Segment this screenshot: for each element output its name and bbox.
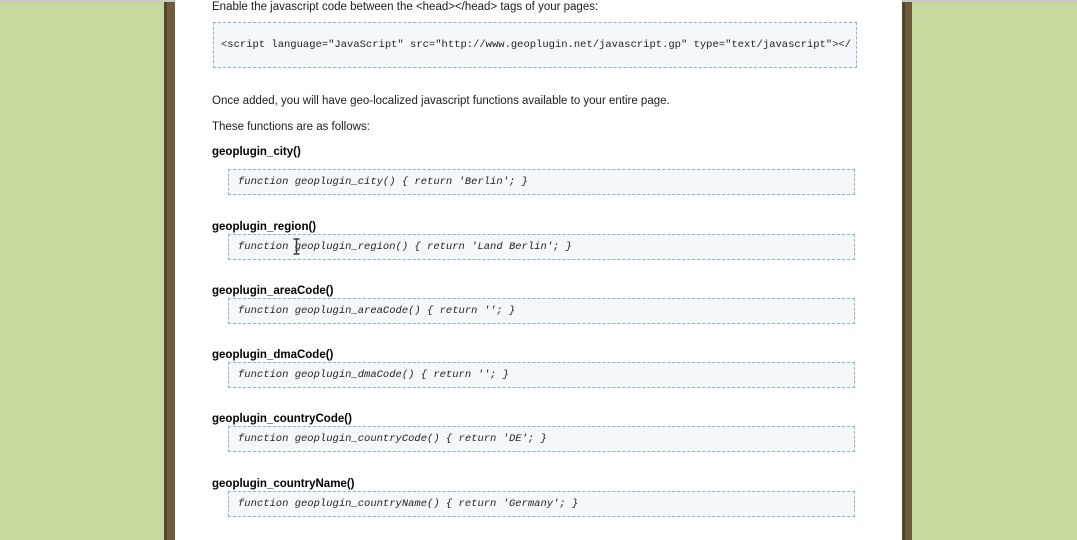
function-code-region: function geoplugin_region() { return 'La… <box>238 241 572 253</box>
script-tag-code: <script language="JavaScript" src="http:… <box>221 39 852 51</box>
content-column: Enable the javascript code between the <… <box>175 0 902 540</box>
function-code-areacode: function geoplugin_areaCode() { return '… <box>238 305 516 317</box>
functions-intro-paragraph: These functions are as follows: <box>212 121 370 133</box>
function-heading-city: geoplugin_city() <box>212 146 301 158</box>
intro-paragraph: Enable the javascript code between the <… <box>212 1 599 13</box>
function-code-countryname: function geoplugin_countryName() { retur… <box>238 498 579 510</box>
function-heading-countrycode: geoplugin_countryCode() <box>212 413 352 425</box>
function-heading-areacode: geoplugin_areaCode() <box>212 285 334 297</box>
right-background-panel <box>912 0 1077 540</box>
function-code-box-dmacode: function geoplugin_dmaCode() { return ''… <box>228 362 855 388</box>
function-heading-dmacode: geoplugin_dmaCode() <box>212 349 334 361</box>
once-added-paragraph: Once added, you will have geo-localized … <box>212 95 670 107</box>
function-code-dmacode: function geoplugin_dmaCode() { return ''… <box>238 369 509 381</box>
function-code-box-region: function geoplugin_region() { return 'La… <box>228 234 855 260</box>
right-border-stripe <box>902 0 912 540</box>
function-heading-countryname: geoplugin_countryName() <box>212 478 355 490</box>
function-code-box-countrycode: function geoplugin_countryCode() { retur… <box>228 426 855 452</box>
function-code-countrycode: function geoplugin_countryCode() { retur… <box>238 433 547 445</box>
script-tag-code-box: <script language="JavaScript" src="http:… <box>213 22 857 68</box>
left-background-panel <box>0 0 164 540</box>
left-border-stripe <box>164 0 175 540</box>
function-heading-region: geoplugin_region() <box>212 221 317 233</box>
function-code-box-city: function geoplugin_city() { return 'Berl… <box>228 169 855 195</box>
function-code-city: function geoplugin_city() { return 'Berl… <box>238 176 528 188</box>
function-code-box-areacode: function geoplugin_areaCode() { return '… <box>228 298 855 324</box>
function-code-box-countryname: function geoplugin_countryName() { retur… <box>228 491 855 517</box>
text-cursor-icon <box>293 238 300 255</box>
